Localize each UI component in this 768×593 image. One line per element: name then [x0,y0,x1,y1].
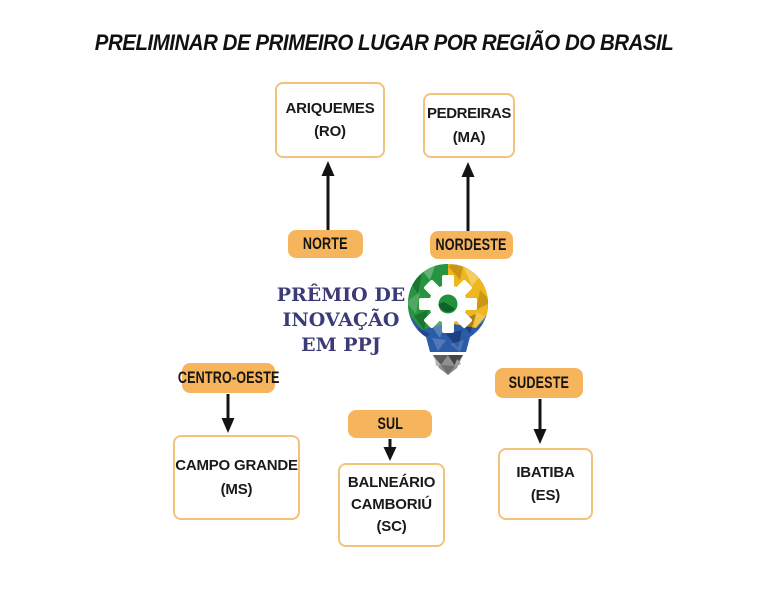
city-box-sudeste: IBATIBA (ES) [498,448,593,520]
region-pill-label: NORTE [303,234,348,253]
arrow-up-icon [461,162,475,231]
page-title-text: PRELIMINAR DE PRIMEIRO LUGAR POR REGIÃO … [94,30,674,55]
city-box-norte: ARIQUEMES (RO) [275,82,385,158]
arrow-down-icon [383,439,397,461]
region-pill-sul: SUL [348,410,432,438]
logo-line: EM PPJ [301,334,381,356]
city-name: BALNEÁRIO CAMBORIÚ [347,474,436,514]
city-box-nordeste: PEDREIRAS (MA) [423,93,515,158]
city-state: (ES) [530,487,561,504]
gear-icon [419,275,477,333]
bulb-base [433,355,463,375]
city-name: CAMPO GRANDE [175,457,298,475]
region-pill-centro-oeste: CENTRO-OESTE [178,363,279,393]
region-pill-nordeste: NORDESTE [430,231,513,259]
city-box-centro-oeste: CAMPO GRANDE (MS) [173,435,300,520]
region-pill-label: NORDESTE [435,235,508,254]
city-box-sul: BALNEÁRIO CAMBORIÚ (SC) [338,463,445,547]
region-pill-norte: NORTE [288,230,363,258]
logo-line: INOVAÇÃO [282,309,400,331]
page-title: PRELIMINAR DE PRIMEIRO LUGAR POR REGIÃO … [0,30,768,56]
region-pill-sudeste: SUDESTE [495,368,583,398]
city-name: IBATIBA [516,463,575,481]
region-pill-label: SUL [377,414,403,433]
logo-wordmark: PRÊMIO DE INOVAÇÃO EM PPJ [274,283,408,358]
region-pill-label: CENTRO-OESTE [177,368,280,387]
lightbulb-gear-icon [408,264,488,375]
city-state: (SC) [376,517,407,535]
city-name: PEDREIRAS [427,105,511,123]
city-state: (MA) [452,128,486,146]
region-pill-label: SUDESTE [508,373,570,392]
city-name: ARIQUEMES [285,99,375,117]
arrow-down-icon [221,394,235,433]
arrow-up-icon [321,161,335,230]
arrow-down-icon [533,399,547,444]
city-state: (RO) [314,123,346,140]
city-state: (MS) [220,480,253,498]
logo-line: PRÊMIO DE [276,284,406,306]
